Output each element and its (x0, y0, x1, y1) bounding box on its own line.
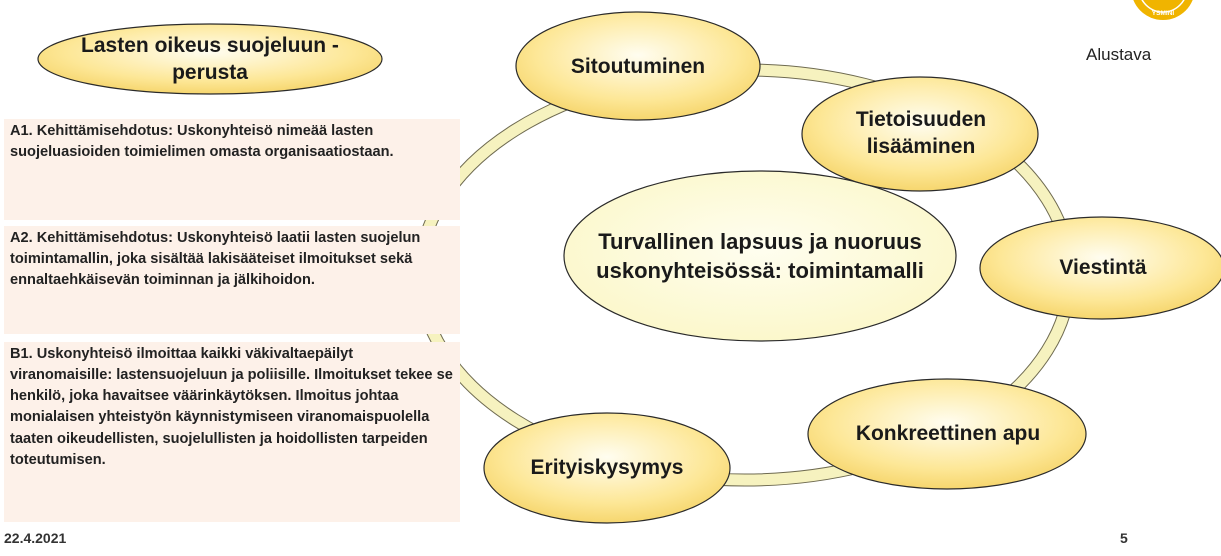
page-number: 5 (1120, 530, 1128, 546)
cycle-label-sitoutuminen: Sitoutuminen (570, 54, 706, 78)
text-box-a1: A1. Kehittämisehdotus: Uskonyhteisö nime… (4, 119, 460, 220)
ellipse-konkreettinen-apu (807, 378, 1087, 490)
ellipse-erityiskysymys (483, 412, 731, 524)
ellipse-tietoisuuden-lisaaminen (801, 76, 1039, 192)
ellipse-title (37, 23, 383, 95)
ellipse-sitoutuminen (515, 11, 761, 121)
svg-text:YSMINI: YSMINI (1152, 10, 1175, 17)
university-seal-logo: YSMINI (1133, 0, 1193, 20)
cycle-label-erityiskysymys: Erityiskysymys (530, 455, 684, 479)
center-label: Turvallinen lapsuus ja nuoruus uskonyhte… (596, 229, 924, 283)
text-box-b1: B1. Uskonyhteisö ilmoittaa kaikki väkiva… (4, 342, 460, 522)
text-box-a2: A2. Kehittämisehdotus: Uskonyhteisö laat… (4, 226, 460, 334)
cycle-label-tietoisuuden-lisaaminen: Tietoisuuden lisääminen (855, 108, 987, 158)
title-ellipse-label: Lasten oikeus suojeluun - perusta (81, 34, 339, 84)
cycle-label-konkreettinen-apu: Konkreettinen apu (855, 421, 1041, 445)
cycle-label-viestinta: Viestintä (1059, 255, 1147, 279)
status-note: Alustava (1086, 45, 1152, 64)
center-ellipse (563, 170, 957, 342)
ellipse-viestinta (979, 216, 1221, 320)
footer-date: 22.4.2021 (4, 530, 67, 546)
